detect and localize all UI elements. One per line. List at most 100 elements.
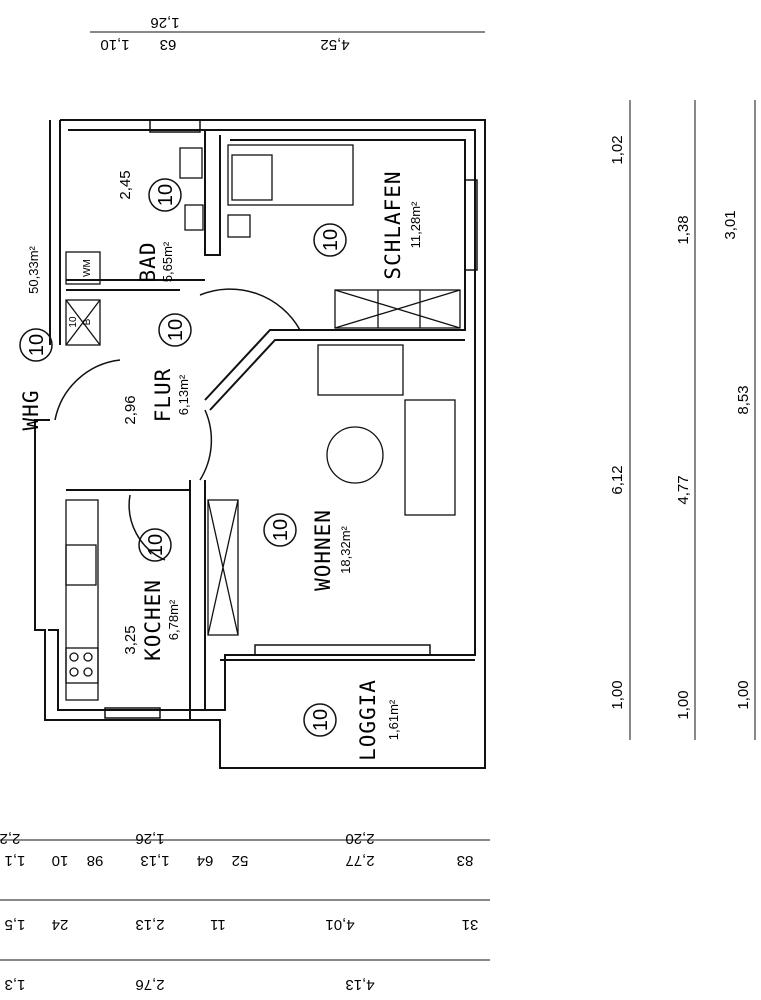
bottom-dim-r1-2: 1,26 — [135, 830, 164, 847]
storage-box — [65, 299, 101, 346]
top-dim-4: 4,52 — [320, 36, 349, 53]
loggia-number-circle — [303, 703, 337, 737]
bottom-dim-r2-1: 83 — [457, 852, 474, 869]
bed — [227, 144, 354, 206]
sink — [65, 544, 97, 586]
bottom-dim-r3-5: 24 — [52, 916, 69, 933]
bottom-dim-r3-4: 2,13 — [135, 916, 164, 933]
apartment-number-circle — [19, 328, 53, 362]
right-dim-5: 4,77 — [675, 475, 692, 504]
door-swing-wohnen — [199, 409, 213, 481]
kochen-area: 6,78m² — [166, 599, 181, 640]
apartment-area: 50,33m² — [26, 245, 41, 293]
bottom-dim-r1-3: 2,2 — [0, 830, 20, 847]
window-wohnen — [254, 644, 431, 656]
bottom-dim-r3-3: 11 — [210, 916, 226, 933]
right-dim-2: 6,12 — [609, 465, 626, 494]
bottom-dim-r4-3: 1,3 — [5, 976, 26, 993]
bottom-dim-r3-1: 31 — [462, 916, 479, 933]
apartment-label: WHG — [19, 390, 43, 431]
wohnen-top-wall — [209, 339, 465, 411]
dim-bad-width: 2,45 — [117, 170, 134, 199]
bottom-dim-r2-6: 98 — [87, 852, 104, 869]
kochen-number-circle — [138, 528, 172, 562]
right-dim-8: 1,00 — [735, 680, 752, 709]
door-swing-entrance — [54, 359, 121, 421]
kochen-name: KOCHEN — [141, 579, 165, 661]
schlafen-number-circle — [313, 223, 347, 257]
window-bad — [149, 119, 201, 133]
sideboard — [207, 499, 239, 636]
right-dim-6: 1,00 — [675, 690, 692, 719]
flur-area: 6,13m² — [176, 374, 191, 415]
bad-number-circle — [148, 178, 182, 212]
window-schlafen — [464, 179, 478, 271]
stove-burner — [83, 652, 93, 662]
wohnen-number: 10 — [270, 519, 292, 541]
bottom-dim-r4-1: 4,13 — [345, 976, 374, 993]
storage-number: 10 — [68, 316, 79, 328]
bottom-dim-r3-2: 4,01 — [325, 916, 354, 933]
top-dim-2: 63 — [160, 36, 177, 53]
bottom-dim-r2-7: 10 — [52, 852, 69, 869]
washer-label: WM — [82, 259, 93, 277]
flur-number: 10 — [165, 319, 187, 341]
bad-number: 10 — [155, 184, 177, 206]
wardrobe — [334, 289, 461, 329]
loggia-area: 1,61m² — [386, 699, 401, 740]
top-dim-1: 1,10 — [100, 36, 129, 53]
right-dim-3: 1,00 — [609, 680, 626, 709]
apartment-number: 10 — [26, 334, 48, 356]
washbasin — [184, 204, 204, 231]
storage-cross — [65, 299, 101, 346]
window-kochen — [104, 707, 161, 719]
nightstand — [227, 214, 251, 238]
schlafen-name: SCHLAFEN — [381, 170, 405, 279]
schlafen-area: 11,28m² — [408, 201, 423, 248]
stove-burner — [83, 667, 93, 677]
schlafen-wall — [204, 135, 466, 401]
wohnen-name: WOHNEN — [311, 509, 335, 591]
right-dim-total: 8,53 — [735, 385, 752, 414]
bottom-dim-r1-1: 2,20 — [345, 830, 374, 847]
bottom-dim-r2-4: 64 — [197, 852, 214, 869]
flur-name: FLUR — [151, 368, 175, 423]
bottom-dim-r2-3: 52 — [232, 852, 249, 869]
door-swing-kochen — [128, 494, 166, 561]
storage-code: B — [82, 318, 93, 325]
schlafen-number: 10 — [320, 229, 342, 251]
outer-wall — [34, 119, 486, 769]
bad-area: 5,65m² — [160, 241, 175, 282]
bottom-dim-r3-6: 1,5 — [5, 916, 26, 933]
door-swing-schlafen — [199, 288, 301, 331]
toilet — [179, 147, 203, 179]
sideboard-cross — [207, 499, 239, 636]
bottom-dim-r2-2: 2,77 — [345, 852, 374, 869]
dim-flur-width: 2,96 — [122, 395, 139, 424]
dim-kochen-width: 3,25 — [122, 625, 139, 654]
loggia-number: 10 — [310, 709, 332, 731]
right-dim-4: 1,38 — [675, 215, 692, 244]
wohnen-number-circle — [263, 513, 297, 547]
top-dim-3: 1,26 — [150, 14, 179, 31]
bad-name: BAD — [136, 242, 160, 283]
right-dim-1: 1,02 — [609, 135, 626, 164]
kitchen-counter — [65, 499, 99, 701]
armchair — [317, 344, 404, 396]
bottom-dim-r2-5: 1,13 — [140, 852, 169, 869]
wohnen-area: 18,32m² — [338, 525, 353, 573]
stove — [65, 647, 99, 684]
bed-pillow — [231, 154, 273, 201]
bad-wall — [204, 130, 221, 256]
kochen-number: 10 — [145, 534, 167, 556]
table — [326, 426, 384, 484]
inner-wall-line — [48, 129, 476, 711]
bottom-dim-r4-2: 2,76 — [135, 976, 164, 993]
right-dim-7: 3,01 — [722, 210, 739, 239]
bottom-dim-r2-8: 1,1 — [5, 852, 26, 869]
stove-burner — [69, 667, 79, 677]
washer — [65, 251, 101, 285]
loggia-name: LOGGIA — [356, 679, 380, 761]
sofa — [404, 399, 456, 516]
